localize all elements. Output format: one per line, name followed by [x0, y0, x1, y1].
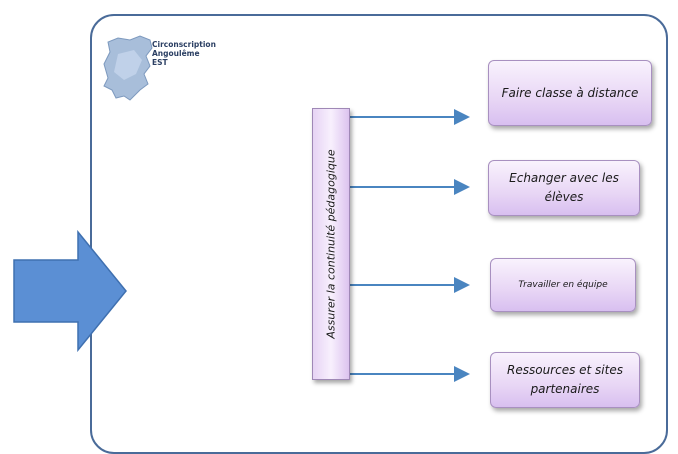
main-goal-bar: Assurer la continuité pédagogique — [312, 108, 350, 380]
box-travailler-equipe: Travailler en équipe — [490, 258, 636, 312]
big-right-arrow — [13, 230, 127, 352]
logo-line-2: Angoulême — [152, 49, 200, 58]
box-faire-classe: Faire classe à distance — [488, 60, 652, 126]
box-label-3: Travailler en équipe — [518, 280, 608, 290]
box-label-2: Echanger avec les élèves — [509, 171, 619, 204]
box-ressources: Ressources et sites partenaires — [490, 352, 640, 408]
logo-line-3: EST — [152, 58, 168, 67]
box-label-1: Faire classe à distance — [501, 86, 639, 100]
logo-text: Circonscription Angoulême EST — [152, 40, 216, 67]
box-label-4: Ressources et sites partenaires — [507, 363, 623, 396]
box-echanger-eleves: Echanger avec les élèves — [488, 160, 640, 216]
logo-map-icon — [103, 35, 153, 101]
logo-line-1: Circonscription — [152, 40, 216, 49]
main-goal-label: Assurer la continuité pédagogique — [324, 149, 338, 339]
